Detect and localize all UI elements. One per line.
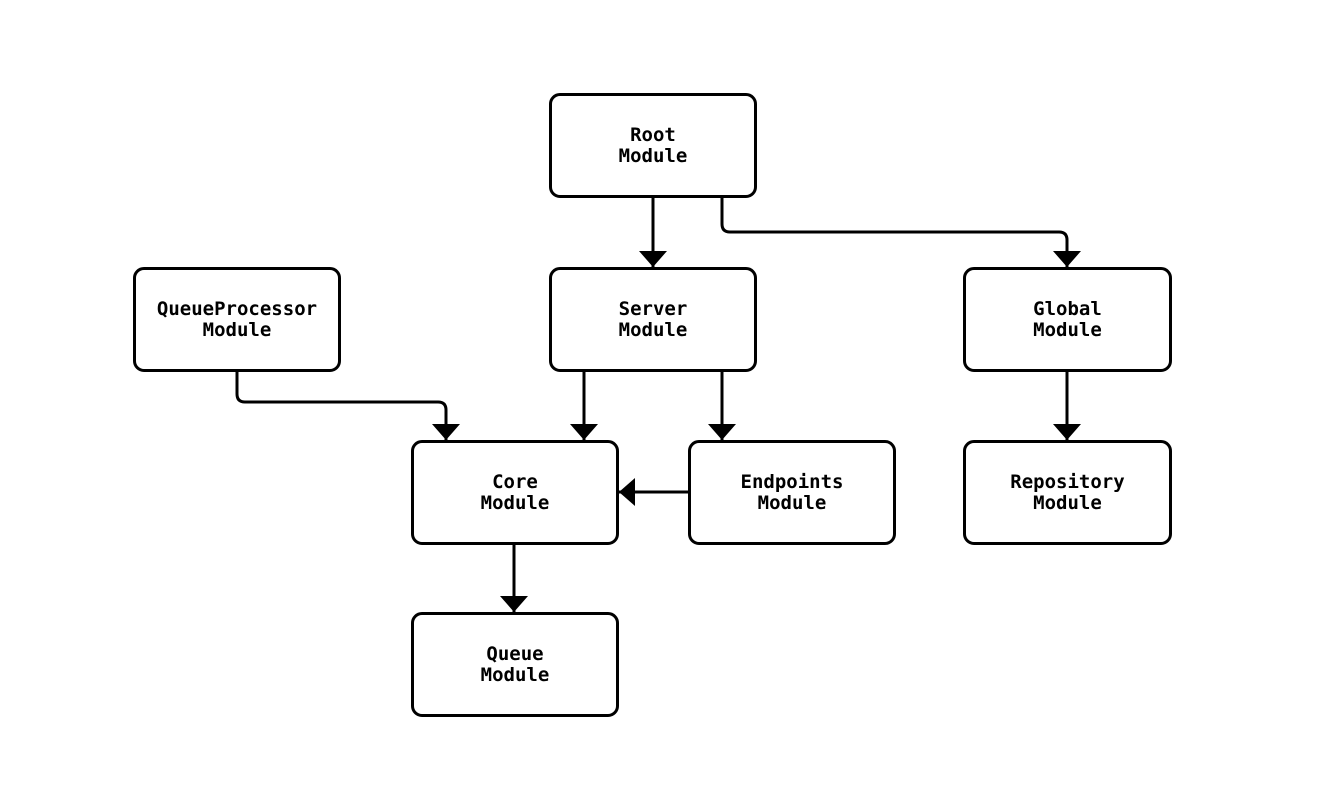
edge-root-module-to-global-module bbox=[720, 198, 1081, 267]
node-label-line2: Module bbox=[618, 144, 688, 167]
node-label-line1: Endpoints bbox=[740, 470, 844, 493]
node-label-line2: Module bbox=[1033, 318, 1102, 341]
node-label-line1: QueueProcessor bbox=[156, 297, 318, 320]
node-label-line1: Global bbox=[1033, 297, 1102, 320]
node-label-line1: Queue bbox=[486, 642, 544, 665]
node-label-line1: Server bbox=[618, 297, 688, 320]
node-label-line2: Module bbox=[757, 491, 827, 514]
node-label-line2: Module bbox=[1033, 491, 1102, 514]
node-label-line2: Module bbox=[480, 663, 550, 686]
node-label-line1: Repository bbox=[1010, 470, 1125, 493]
node-label-line1: Root bbox=[630, 123, 676, 146]
node-label-line2: Module bbox=[480, 491, 550, 514]
node-label-line2: Module bbox=[618, 318, 688, 341]
node-label-line2: Module bbox=[202, 318, 272, 341]
edge-queueprocessor-module-to-core-module bbox=[235, 372, 460, 440]
node-label-line1: Core bbox=[492, 470, 538, 493]
